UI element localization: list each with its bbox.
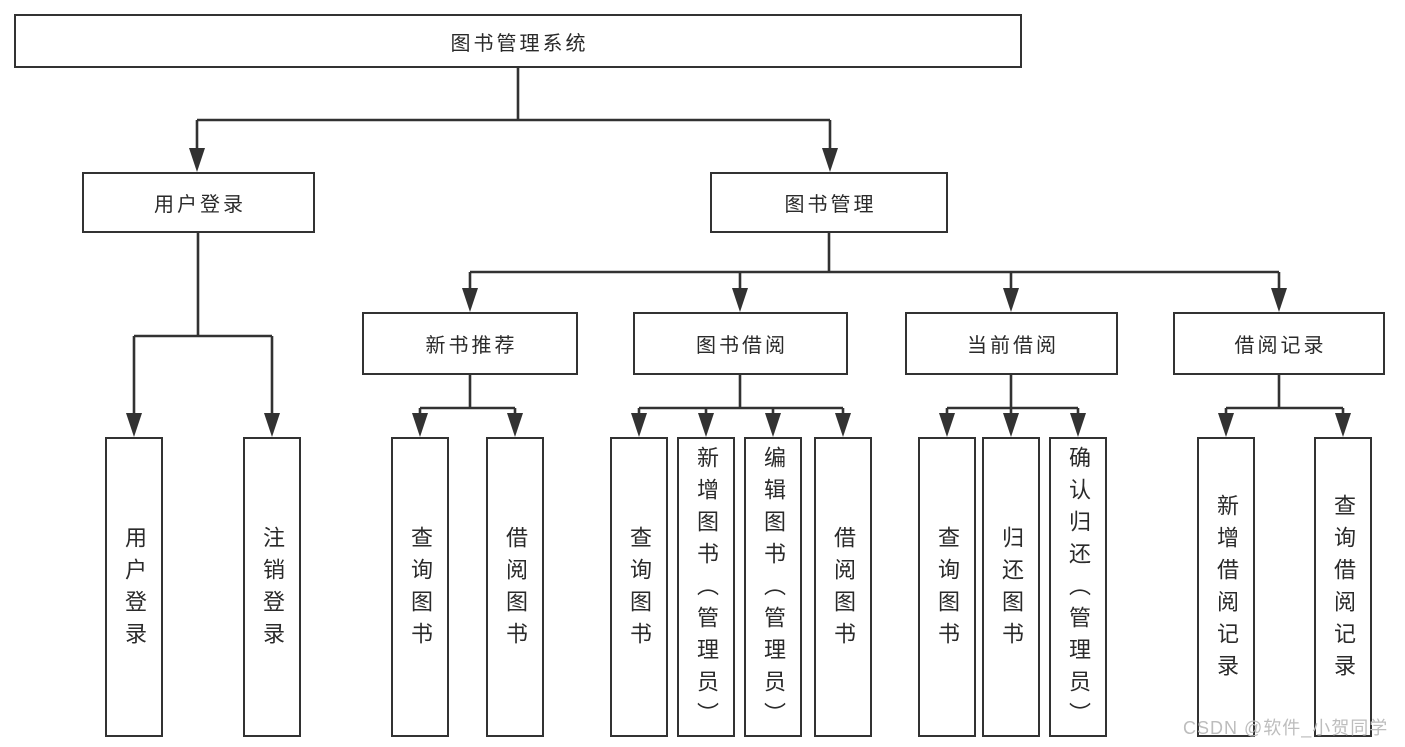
- edge-book-borrow-children: [637, 375, 845, 433]
- leaf-borrow-books: 借阅图书: [814, 437, 872, 737]
- leaf-return-books: 归还图书: [982, 437, 1040, 737]
- leaf-edit-books-admin: 编辑图书（管理员）: [744, 437, 802, 737]
- node-user-login: 用户登录: [82, 172, 315, 233]
- arrowhead: [507, 413, 523, 437]
- edge-book-management-children: [468, 233, 1281, 308]
- edge-new-book-children: [418, 375, 517, 433]
- arrowhead: [1335, 413, 1351, 437]
- arrowhead: [765, 413, 781, 437]
- arrowhead: [822, 148, 838, 172]
- node-new-book-recommend: 新书推荐: [362, 312, 578, 375]
- leaf-newbook-query-books: 查询图书: [391, 437, 449, 737]
- leaf-add-books-admin: 新增图书（管理员）: [677, 437, 735, 737]
- arrowhead: [1218, 413, 1234, 437]
- arrowhead: [1003, 288, 1019, 312]
- edge-borrow-record-children: [1224, 375, 1345, 433]
- arrowhead: [462, 288, 478, 312]
- arrowhead: [631, 413, 647, 437]
- edge-user-login-children: [132, 233, 274, 433]
- leaf-query-borrow-record: 查询借阅记录: [1314, 437, 1372, 737]
- leaf-logout: 注销登录: [243, 437, 301, 737]
- arrowhead: [189, 148, 205, 172]
- edge-current-borrow-children: [945, 375, 1080, 433]
- leaf-borrow-query-books: 查询图书: [610, 437, 668, 737]
- csdn-watermark: CSDN @软件_小贺同学: [1183, 718, 1389, 738]
- arrowhead: [732, 288, 748, 312]
- arrowhead: [1003, 413, 1019, 437]
- node-borrow-records: 借阅记录: [1173, 312, 1385, 375]
- arrowhead: [939, 413, 955, 437]
- leaf-add-borrow-record: 新增借阅记录: [1197, 437, 1255, 737]
- arrowhead: [1070, 413, 1086, 437]
- arrowhead: [126, 413, 142, 437]
- leaf-confirm-return-admin: 确认归还（管理员）: [1049, 437, 1107, 737]
- arrowhead: [412, 413, 428, 437]
- arrowhead: [264, 413, 280, 437]
- leaf-newbook-borrow-books: 借阅图书: [486, 437, 544, 737]
- leaf-user-login: 用户登录: [105, 437, 163, 737]
- arrowhead: [835, 413, 851, 437]
- edge-root-to-level2: [195, 68, 832, 168]
- arrowhead: [698, 413, 714, 437]
- node-book-borrow: 图书借阅: [633, 312, 848, 375]
- node-current-borrow: 当前借阅: [905, 312, 1118, 375]
- leaf-current-query-books: 查询图书: [918, 437, 976, 737]
- node-library-system: 图书管理系统: [14, 14, 1022, 68]
- node-book-management: 图书管理: [710, 172, 948, 233]
- arrowhead: [1271, 288, 1287, 312]
